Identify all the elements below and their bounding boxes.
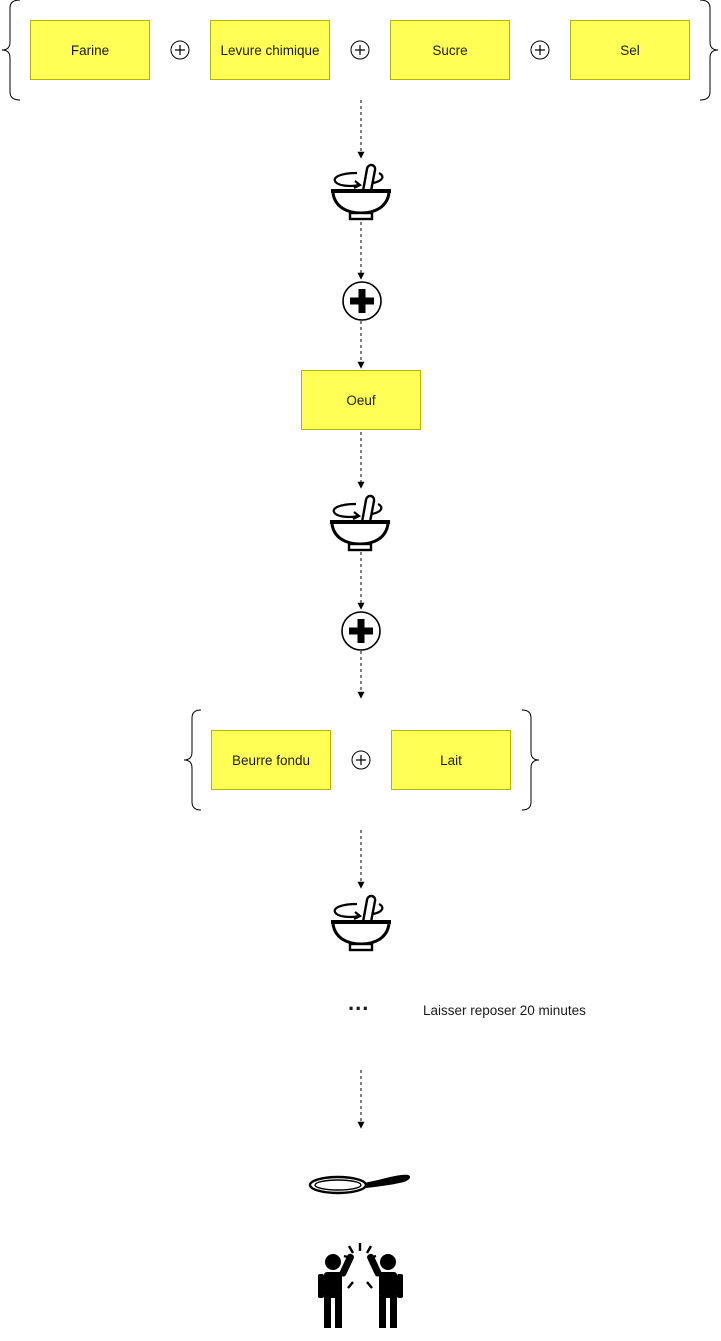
ingredient-box: Lait bbox=[391, 730, 511, 790]
mixing-bowl-icon bbox=[329, 894, 393, 952]
ingredient-box: Sel bbox=[570, 20, 690, 80]
small-plus-circle-icon bbox=[530, 40, 550, 60]
ingredient-box: Sucre bbox=[390, 20, 510, 80]
plus-circle-icon bbox=[342, 281, 382, 321]
plus-circle-icon bbox=[341, 611, 381, 651]
high-five-icon bbox=[318, 1243, 403, 1328]
small-plus-circle-icon bbox=[351, 750, 371, 770]
ingredient-box: Farine bbox=[30, 20, 150, 80]
ellipsis-icon: ... bbox=[348, 990, 370, 1015]
curly-brace-icon bbox=[1, 0, 21, 101]
mixing-bowl-icon bbox=[329, 163, 393, 221]
small-plus-circle-icon bbox=[170, 40, 190, 60]
rest-note: Laisser reposer 20 minutes bbox=[423, 1003, 586, 1018]
ingredient-box: Levure chimique bbox=[210, 20, 330, 80]
curly-brace-icon bbox=[183, 709, 202, 811]
curly-brace-icon bbox=[699, 0, 719, 101]
ingredient-box: Beurre fondu bbox=[211, 730, 331, 790]
mixing-bowl-icon bbox=[328, 494, 392, 552]
small-plus-circle-icon bbox=[350, 40, 370, 60]
ingredient-box-egg: Oeuf bbox=[301, 370, 421, 430]
frying-pan-icon bbox=[308, 1174, 411, 1195]
curly-brace-icon bbox=[521, 709, 540, 811]
